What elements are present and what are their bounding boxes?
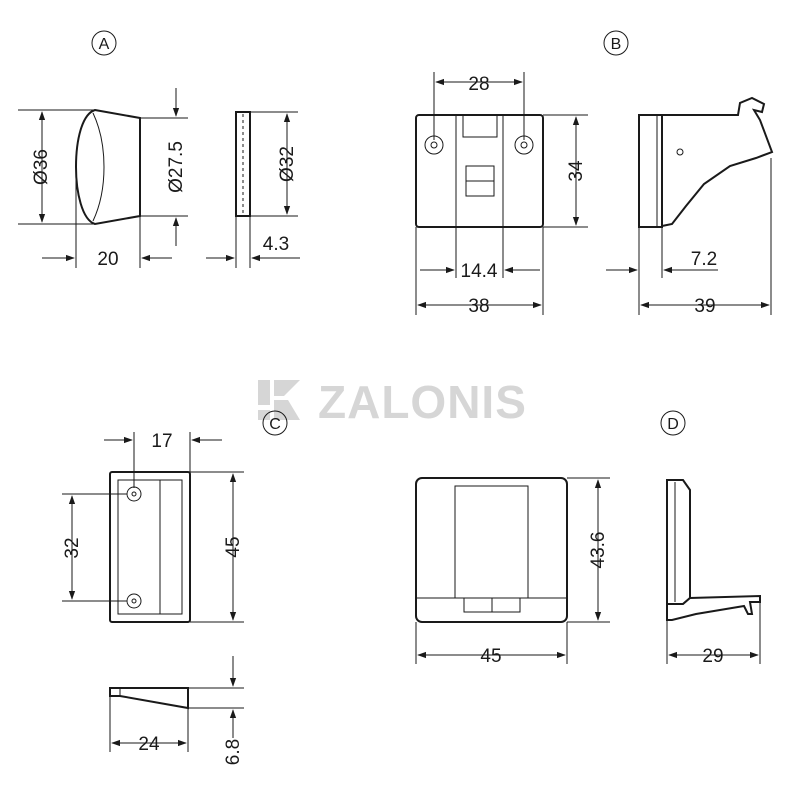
section-c-label: C [269, 416, 281, 433]
section-a-label: A [99, 36, 110, 53]
dim-b-39: 39 [694, 296, 715, 317]
dim-c-24: 24 [138, 734, 160, 755]
screw-hole-left-center [430, 141, 438, 149]
strike-side-profile [109, 687, 189, 710]
section-c: C 17 32 45 24 [62, 410, 288, 765]
latch-side-pivot [676, 148, 684, 156]
dim-b-38: 38 [468, 296, 489, 317]
zalonis-logo: ZALONIS [258, 376, 527, 428]
strike-hole-top-center [131, 491, 137, 497]
dim-c-68: 6.8 [223, 739, 244, 765]
dim-a-43: 4.3 [263, 234, 289, 255]
section-b: B 28 34 14.4 38 [415, 30, 774, 317]
latch-side-plate [638, 114, 663, 228]
dim-d-29: 29 [702, 646, 723, 667]
dim-c-32: 32 [62, 537, 83, 558]
section-b-circle [603, 30, 629, 56]
dim-a-dia32: Ø32 [277, 146, 298, 182]
section-d-circle [660, 410, 686, 436]
dim-c-45: 45 [223, 536, 244, 557]
strike-plate-inner [117, 479, 183, 615]
bracket-side-plate [666, 479, 691, 605]
dim-a-dia275: Ø27.5 [166, 141, 187, 193]
zalonis-watermark-text: ZALONIS [318, 376, 527, 428]
latch-side-hook [661, 96, 774, 228]
dim-d-45: 45 [480, 646, 501, 667]
dim-b-144: 14.4 [461, 261, 498, 282]
section-d: D 43.6 45 29 [415, 410, 761, 667]
knob-profile [74, 108, 141, 226]
dim-a-dia36: Ø36 [31, 149, 52, 185]
section-d-label: D [667, 416, 679, 433]
screw-hole-right-center [520, 141, 528, 149]
section-b-label: B [611, 36, 622, 53]
strike-plate-body [109, 471, 191, 623]
dim-a-20: 20 [97, 249, 118, 270]
strike-hole-bottom-center [131, 598, 137, 604]
dim-b-72: 7.2 [691, 249, 717, 270]
section-c-circle [262, 410, 288, 436]
dim-d-436: 43.6 [588, 532, 609, 569]
bracket-front-body [415, 477, 568, 623]
section-a: A Ø36 Ø27.5 20 Ø32 4.3 [18, 30, 300, 270]
dim-b-34: 34 [566, 160, 587, 182]
latch-top-tab [462, 114, 498, 138]
dim-c-17: 17 [151, 431, 172, 452]
dim-b-28: 28 [468, 74, 489, 95]
section-a-circle [91, 30, 117, 56]
knob-face-edge [92, 112, 105, 222]
bracket-side-arm [666, 594, 761, 621]
zalonis-logo-mark [258, 380, 300, 420]
